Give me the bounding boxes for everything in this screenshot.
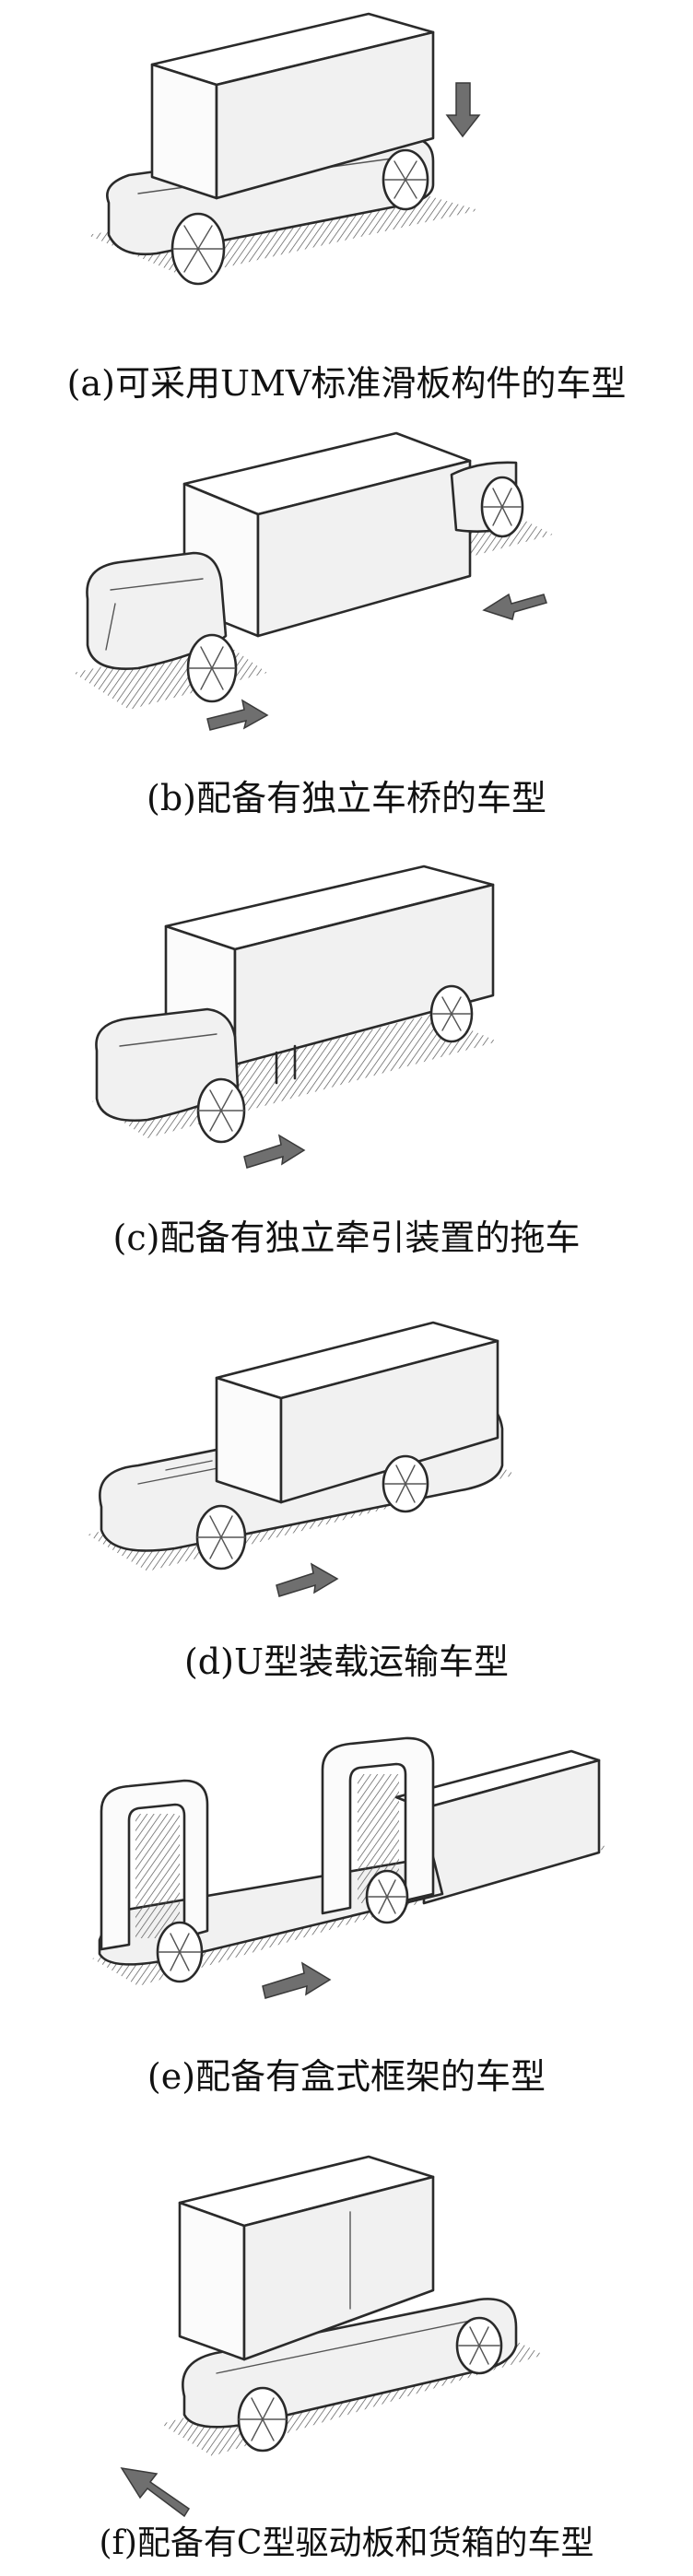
caption-d: (d)U型装载运输车型 bbox=[183, 1641, 509, 1682]
tractor-wheel-spokes bbox=[197, 1089, 245, 1132]
rear-wheel-spokes bbox=[384, 160, 427, 199]
box-side bbox=[242, 2175, 435, 2361]
frame-inner-shading bbox=[135, 1814, 180, 1938]
box-side bbox=[279, 1339, 499, 1504]
arrow-right-icon bbox=[243, 1134, 306, 1169]
arrow-left-icon bbox=[120, 2467, 191, 2518]
panel-a: (a)可采用UMV标准滑板构件的车型 bbox=[0, 0, 693, 406]
rear-wheel-spokes bbox=[368, 1879, 406, 1914]
box-side bbox=[256, 459, 472, 638]
front-wheel-spokes bbox=[196, 1515, 246, 1559]
rear-wheel-spokes bbox=[458, 2326, 500, 2365]
arrow-right-icon bbox=[276, 1562, 339, 1597]
illustration-c bbox=[92, 865, 498, 1169]
panel-b: (b)配备有独立车桥的车型 bbox=[0, 406, 693, 857]
illustration-d bbox=[88, 1321, 516, 1597]
trailer-hitch bbox=[275, 1044, 297, 1085]
front-axle-module bbox=[86, 551, 228, 670]
tractor-detail bbox=[119, 1033, 217, 1047]
caption-e: (e)配备有盒式框架的车型 bbox=[147, 2056, 546, 2097]
box-front bbox=[178, 2201, 246, 2361]
panel-f: (f)配备有C型驱动板和货箱的车型 bbox=[0, 2111, 693, 2576]
illustration-f bbox=[120, 2155, 544, 2518]
trailer-wheel-spokes bbox=[432, 996, 471, 1031]
mid-frame-arch bbox=[321, 1736, 435, 1915]
rear-wheel-spokes bbox=[384, 1464, 427, 1503]
front-wheel-spokes bbox=[158, 1933, 202, 1971]
front-wheel-spokes bbox=[172, 225, 224, 273]
box-front bbox=[215, 1376, 283, 1504]
front-wheel-spokes bbox=[188, 646, 236, 690]
c-board-inner-edge bbox=[216, 2317, 485, 2374]
trailer-side bbox=[233, 883, 495, 1066]
front-wheel-spokes bbox=[238, 2397, 288, 2441]
arrow-right-icon bbox=[206, 699, 269, 731]
illustration-a bbox=[88, 12, 481, 286]
illustration-e bbox=[92, 1736, 608, 1999]
arrow-down-icon bbox=[445, 82, 481, 138]
caption-a: (a)可采用UMV标准滑板构件的车型 bbox=[66, 363, 627, 404]
rear-wheel-spokes bbox=[483, 488, 522, 526]
box-side bbox=[215, 30, 435, 200]
arrow-right-icon bbox=[262, 1961, 332, 1999]
caption-c: (c)配备有独立牵引装置的拖车 bbox=[112, 1217, 581, 1258]
panel-e: (e)配备有盒式框架的车型 bbox=[0, 1696, 693, 2111]
arrow-left-icon bbox=[482, 593, 547, 620]
caption-f: (f)配备有C型驱动板和货箱的车型 bbox=[99, 2524, 594, 2562]
front-frame-arch bbox=[100, 1779, 209, 1951]
caption-b: (b)配备有独立车桥的车型 bbox=[147, 778, 546, 818]
panel-d: (d)U型装载运输车型 bbox=[0, 1276, 693, 1696]
panel-c: (c)配备有独立牵引装置的拖车 bbox=[0, 857, 693, 1276]
front-module-detail bbox=[105, 578, 204, 651]
box-front bbox=[150, 63, 218, 200]
illustration-b bbox=[74, 431, 553, 731]
